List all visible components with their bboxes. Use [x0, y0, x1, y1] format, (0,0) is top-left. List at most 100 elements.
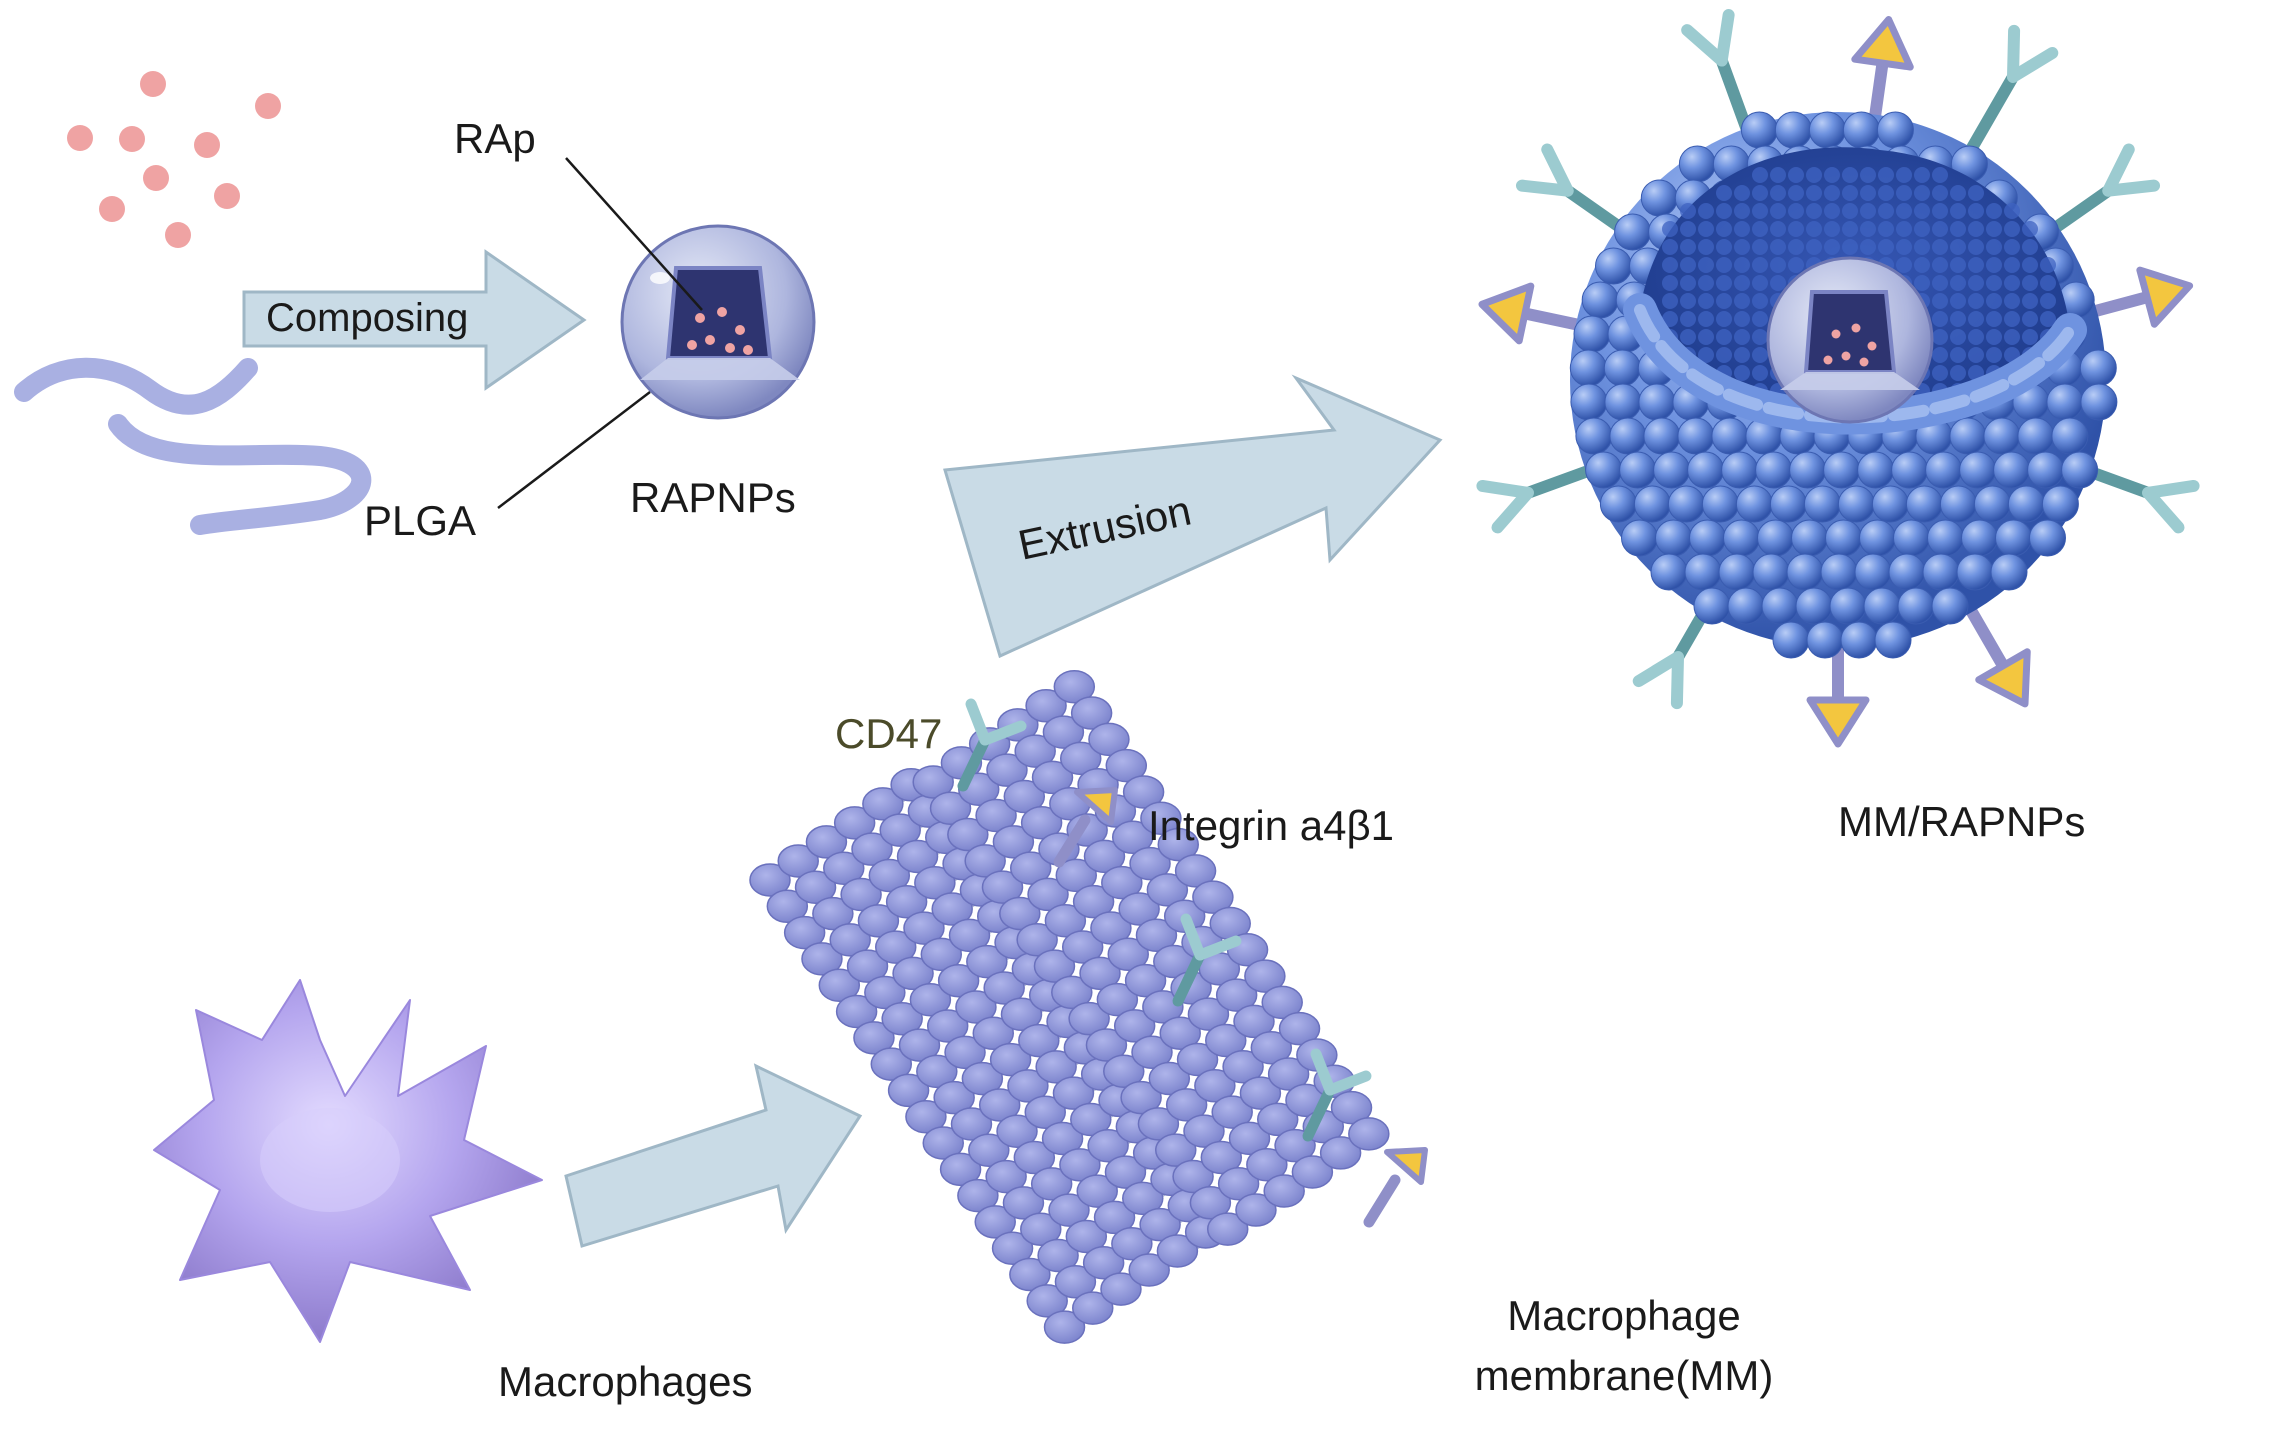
inner-bead — [1680, 311, 1696, 327]
lipid-head — [1140, 801, 1182, 836]
lipid-head — [950, 1107, 993, 1141]
membrane-bead — [2080, 383, 2118, 421]
inner-bead — [1662, 311, 1678, 327]
membrane-bead — [1786, 553, 1824, 591]
membrane-bead — [2029, 519, 2066, 557]
lipid-head — [1051, 975, 1093, 1010]
lipid-head — [1042, 715, 1085, 749]
lipid-head — [783, 915, 826, 950]
inner-bead — [2022, 329, 2038, 345]
inner-bead — [1716, 203, 1732, 219]
lipid-head — [1009, 1257, 1051, 1292]
membrane-bead — [1755, 451, 1793, 489]
membrane-bead — [1983, 417, 2021, 455]
lipid-head — [974, 1205, 1016, 1239]
inner-bead — [1932, 311, 1948, 327]
inner-bead — [2004, 203, 2020, 219]
inner-bead — [1968, 239, 1984, 255]
lipid-head — [996, 1114, 1038, 1148]
inner-bead — [1914, 203, 1930, 219]
lipid-head — [1122, 775, 1165, 809]
inner-bead — [1770, 239, 1786, 255]
inner-bead — [2004, 257, 2020, 273]
macrophages-label: Macrophages — [498, 1358, 752, 1405]
lipid-head — [905, 1099, 947, 1134]
inner-bead — [1878, 203, 1894, 219]
inner-bead — [1842, 203, 1858, 219]
inner-bead — [1986, 347, 2002, 363]
inner-bead — [1734, 221, 1750, 237]
inner-bead — [1878, 185, 1894, 201]
membrane-bead — [2051, 417, 2089, 455]
inner-bead — [1752, 185, 1768, 201]
lipid-head — [898, 1028, 941, 1062]
lipid-head — [978, 1088, 1021, 1122]
lipid-bilayer — [749, 670, 1428, 1344]
lipid-head — [1256, 1102, 1299, 1137]
inner-bead — [1752, 221, 1768, 237]
membrane-bead — [1735, 485, 1773, 523]
inner-bead — [1914, 167, 1930, 183]
membrane-bead — [1820, 553, 1858, 591]
membrane-coated-nanoparticle — [1476, 9, 2200, 748]
inner-bead — [1932, 347, 1948, 363]
lipid-head — [989, 1042, 1032, 1077]
inner-bead — [1698, 203, 1714, 219]
inner-bead — [1680, 275, 1696, 291]
membrane-bead — [1825, 519, 1862, 557]
inner-bead — [1734, 239, 1750, 255]
lipid-head — [920, 937, 963, 972]
inner-bead — [1824, 221, 1840, 237]
inner-bead — [1860, 221, 1876, 237]
lipid-head — [1101, 865, 1143, 900]
membrane-bead — [1840, 621, 1878, 659]
inner-bead — [2004, 329, 2020, 345]
lipid-head — [818, 968, 861, 1002]
membrane-bead — [1687, 451, 1725, 489]
lipid-head — [1027, 877, 1069, 912]
inner-bead — [1968, 311, 1984, 327]
lipid-head — [868, 858, 911, 893]
lipid-head — [1105, 748, 1148, 783]
lipid-head — [777, 844, 819, 878]
inner-bead — [1950, 185, 1966, 201]
membrane-bead — [2079, 349, 2117, 387]
membrane-bead — [1961, 519, 1998, 557]
cd47-receptor-icon — [2036, 143, 2161, 243]
inner-bead — [1932, 329, 1948, 345]
inner-bead — [1842, 221, 1858, 237]
membrane-bead — [1614, 213, 1652, 251]
membrane-bead — [1806, 621, 1844, 659]
inner-bead — [1824, 239, 1840, 255]
inner-bead — [1698, 329, 1714, 345]
inner-bead — [2022, 221, 2038, 237]
lipid-head — [999, 896, 1041, 931]
membrane-bead — [1993, 451, 2031, 489]
inner-bead — [2004, 293, 2020, 309]
lipid-head — [912, 765, 954, 799]
lipid-head — [968, 1133, 1010, 1168]
inner-bead — [2022, 275, 2038, 291]
lipid-head — [1189, 1186, 1232, 1220]
inner-bead — [1896, 239, 1912, 255]
inner-bead — [1752, 239, 1768, 255]
inner-bead — [1968, 185, 1984, 201]
lipid-head — [1159, 1016, 1201, 1050]
inner-bead — [1914, 257, 1930, 273]
inner-bead — [1752, 347, 1768, 363]
lipid-head — [929, 791, 972, 826]
lipid-head — [964, 844, 1006, 878]
lipid-head — [1348, 1117, 1390, 1151]
inner-bead — [1878, 167, 1894, 183]
lipid-head — [1096, 982, 1139, 1017]
lipid-head — [985, 1159, 1027, 1194]
inner-bead — [2004, 221, 2020, 237]
inner-bead — [1986, 203, 2002, 219]
lipid-head — [1020, 1212, 1062, 1246]
lipid-head — [1246, 1147, 1288, 1182]
inner-bead — [1860, 203, 1876, 219]
membrane-bead — [2041, 485, 2079, 523]
lipid-head — [1142, 990, 1184, 1024]
lipid-head — [944, 1035, 986, 1070]
lipid-head — [1025, 689, 1067, 723]
